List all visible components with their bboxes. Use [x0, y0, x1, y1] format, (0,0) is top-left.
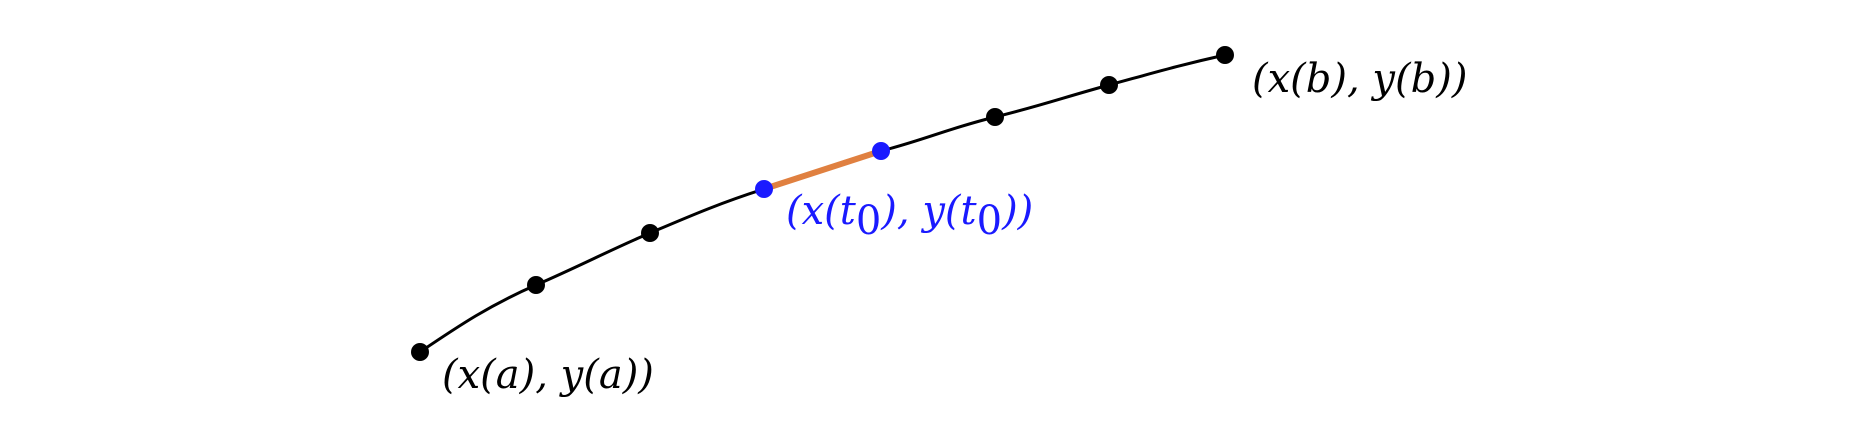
label-highlight-part2: ), y(t — [880, 188, 977, 234]
endpoint-b — [1216, 46, 1234, 64]
partition-point — [527, 276, 545, 294]
highlight-point-t0 — [755, 180, 773, 198]
label-start-point: (x(a), y(a)) — [442, 352, 654, 398]
label-highlight-point: (x(t0), y(t0)) — [786, 188, 1033, 244]
endpoint-a — [411, 343, 429, 361]
partition-point — [986, 108, 1004, 126]
partition-point — [1100, 76, 1118, 94]
label-highlight-part1: (x(t — [786, 188, 857, 234]
label-end-point: (x(b), y(b)) — [1252, 56, 1467, 102]
highlight-point-t1 — [872, 142, 890, 160]
label-highlight-sub2: 0 — [977, 198, 1002, 244]
partition-point — [641, 224, 659, 242]
label-highlight-part3: )) — [1001, 188, 1033, 234]
label-highlight-sub1: 0 — [856, 198, 881, 244]
secant-segment — [761, 148, 884, 192]
